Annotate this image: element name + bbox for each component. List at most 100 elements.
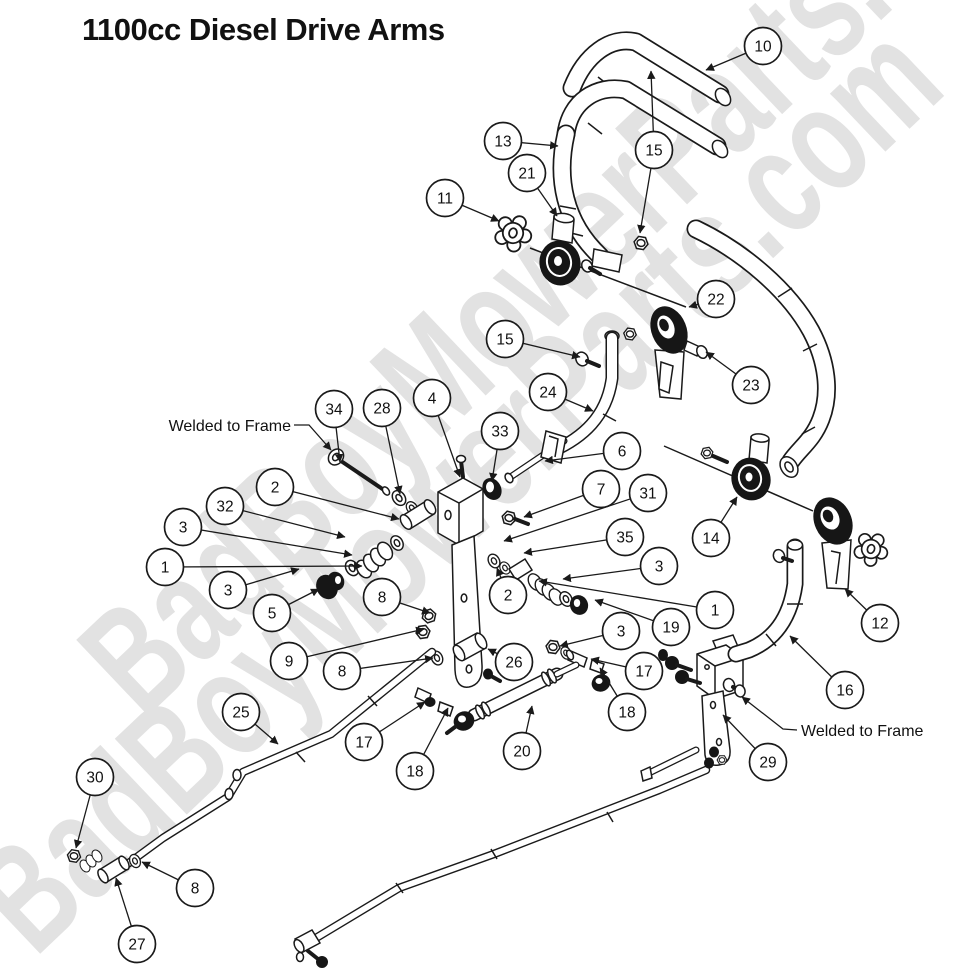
callout-balloon-8: 8: [362, 577, 431, 617]
part-drawing-drag-link-20: [445, 661, 611, 735]
callout-balloon-4: 4: [412, 378, 462, 478]
balloon-number: 31: [639, 486, 656, 503]
callout-balloon-23: 23: [705, 351, 771, 405]
balloon-number: 34: [325, 402, 343, 419]
balloon-number: 20: [513, 744, 531, 761]
callout-balloon-10: 10: [705, 26, 783, 71]
callout-balloon-2: 2: [488, 567, 528, 615]
balloon-number: 16: [836, 683, 853, 700]
callout-balloon-14: 14: [691, 496, 738, 558]
welded-to-frame-bottom: Welded to Frame: [741, 696, 924, 740]
balloon-number: 3: [179, 520, 188, 537]
balloon-number: 2: [504, 588, 513, 605]
callout-balloon-28: 28: [362, 388, 403, 495]
callout-balloon-15: 15: [485, 319, 581, 360]
callout-balloon-26: 26: [487, 642, 534, 682]
balloon-number: 6: [618, 444, 627, 461]
callout-balloon-31: 31: [503, 473, 668, 543]
part-drawing-tube-16: [727, 538, 804, 663]
part-drawing-right-spring-stack: [485, 551, 589, 615]
callout-balloon-16: 16: [789, 635, 865, 710]
part-drawing-frame-bracket-29: [658, 634, 746, 769]
balloon-number: 8: [378, 590, 387, 607]
callout-balloon-19: 19: [594, 598, 691, 647]
balloon-number: 32: [216, 499, 233, 516]
balloon-number: 8: [191, 881, 200, 898]
balloon-number: 24: [539, 385, 557, 402]
callout-balloon-11: 11: [425, 178, 500, 222]
callout-balloon-15: 15: [634, 70, 674, 234]
balloon-number: 14: [702, 531, 720, 548]
balloon-number: 26: [505, 655, 522, 672]
part-drawing-rod-end-12: [813, 497, 894, 590]
balloon-number: 25: [232, 705, 249, 722]
callout-balloon-22: 22: [688, 279, 736, 319]
balloon-number: 23: [742, 378, 759, 395]
callout-balloon-27: 27: [114, 877, 157, 964]
callout-balloon-32: 32: [205, 486, 346, 540]
balloon-number: 10: [754, 39, 772, 56]
callout-balloon-12: 12: [844, 588, 900, 643]
balloon-number: 9: [285, 654, 294, 671]
balloon-number: 17: [635, 664, 652, 681]
part-drawing-lower-rod: [293, 746, 711, 968]
balloon-number: 8: [338, 664, 347, 681]
part-drawing-pulley-14: [699, 433, 771, 501]
callout-balloon-13: 13: [483, 121, 559, 161]
balloon-number: 17: [355, 735, 372, 752]
balloon-number: 29: [759, 755, 776, 772]
balloon-number: 30: [86, 770, 104, 787]
callout-balloon-25: 25: [221, 692, 279, 745]
balloon-number: 28: [373, 401, 390, 418]
annotation-text: Welded to Frame: [801, 723, 924, 740]
part-drawing-left-spring-stack: [316, 532, 407, 600]
part-drawing-handle-tubes: [552, 31, 732, 273]
callout-balloon-18: 18: [395, 707, 449, 791]
part-drawing-bolt-7: [499, 509, 530, 527]
part-drawing-rod-25: [65, 647, 437, 884]
balloon-number: 18: [618, 705, 635, 722]
callout-balloon-17: 17: [590, 651, 664, 691]
balloon-number: 1: [161, 560, 170, 577]
callout-balloon-34: 34: [314, 389, 354, 463]
balloon-number: 27: [128, 937, 145, 954]
callout-balloon-17: 17: [344, 701, 426, 762]
part-drawing-spacer-32: [399, 499, 437, 531]
balloon-number: 3: [655, 559, 664, 576]
balloon-number: 3: [617, 624, 626, 641]
balloon-number: 1: [711, 603, 720, 620]
callout-balloon-20: 20: [502, 705, 542, 771]
balloon-number: 35: [616, 530, 633, 547]
callout-balloon-3: 3: [559, 611, 641, 651]
part-drawing-rod-end-22: [650, 306, 709, 400]
callout-balloon-3: 3: [562, 546, 679, 586]
annotation-text: Welded to Frame: [169, 418, 292, 435]
part-drawing-spacer-33: [482, 477, 502, 501]
balloon-number: 7: [597, 482, 606, 499]
diagram-title: 1100cc Diesel Drive Arms: [82, 12, 445, 47]
callout-balloon-24: 24: [528, 372, 594, 412]
callout-balloon-5: 5: [252, 588, 320, 633]
callout-balloon-3: 3: [208, 567, 300, 610]
balloon-number: 21: [518, 166, 535, 183]
balloon-number: 15: [645, 143, 662, 160]
callout-balloon-30: 30: [73, 757, 115, 849]
part-drawing-tube-24: [504, 327, 638, 484]
balloon-number: 15: [496, 332, 513, 349]
balloon-number: 12: [871, 616, 888, 633]
callout-balloon-35: 35: [523, 517, 645, 557]
balloon-number: 2: [271, 480, 280, 497]
callout-balloon-7: 7: [523, 469, 621, 519]
balloon-number: 11: [437, 191, 453, 208]
callout-balloon-29: 29: [722, 714, 788, 782]
callout-balloon-1: 1: [538, 578, 735, 630]
welded-to-frame-top: Welded to Frame: [169, 418, 332, 451]
callout-balloon-8: 8: [141, 861, 215, 908]
balloon-number: 4: [428, 391, 437, 408]
part-drawing-pulley-21: [539, 212, 650, 286]
callout-balloon-9: 9: [269, 626, 425, 681]
balloon-number: 13: [494, 134, 511, 151]
callout-balloon-6: 6: [544, 431, 642, 471]
